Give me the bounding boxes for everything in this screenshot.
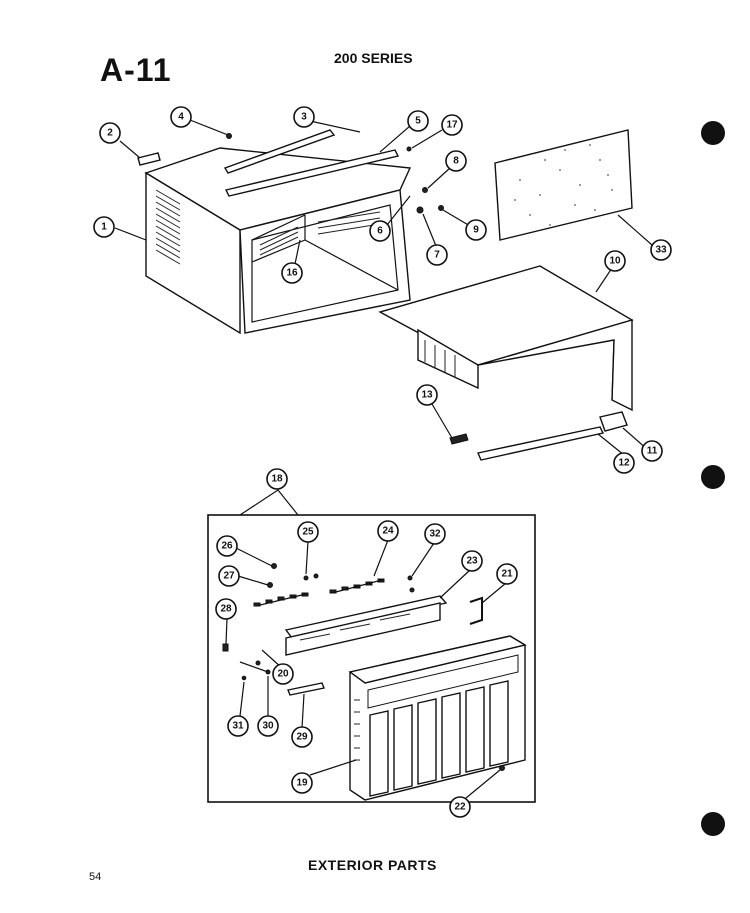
callout-1: 1 [93,216,115,238]
callout-21: 21 [496,563,518,585]
svg-text:16: 16 [286,268,298,279]
callout-8: 8 [445,150,467,172]
callout-26: 26 [216,535,238,557]
svg-text:20: 20 [277,669,289,680]
binder-hole [701,465,725,489]
svg-text:28: 28 [220,604,232,615]
svg-text:27: 27 [223,571,235,582]
section-title: EXTERIOR PARTS [308,857,437,873]
callout-23: 23 [461,550,483,572]
callout-13: 13 [416,384,438,406]
cover-part-10 [378,265,634,412]
binder-hole [701,812,725,836]
callout-2: 2 [99,122,121,144]
svg-text:30: 30 [262,721,274,732]
callout-16: 16 [281,262,303,284]
filter-panel-part-33 [494,129,633,241]
callout-6: 6 [369,220,391,242]
callout-17: 17 [441,114,463,136]
svg-text:33: 33 [655,245,667,256]
callout-20: 20 [272,663,294,685]
callout-9: 9 [465,219,487,241]
callout-19: 19 [291,772,313,794]
svg-text:21: 21 [501,569,513,580]
callout-33: 33 [650,239,672,261]
front-assembly-frame [207,514,536,803]
page-code: A-11 [100,52,172,88]
series-title: 200 SERIES [334,50,413,66]
svg-text:25: 25 [302,527,314,538]
svg-text:1: 1 [101,222,107,233]
callout-18: 18 [266,468,288,490]
callout-29: 29 [291,726,313,748]
callout-30: 30 [257,715,279,737]
svg-text:2: 2 [107,128,113,139]
callout-4: 4 [170,106,192,128]
rail-part-12 [477,426,605,461]
svg-text:24: 24 [382,526,394,537]
callout-3: 3 [293,106,315,128]
callout-27: 27 [218,565,240,587]
cabinet-drawing [144,147,412,335]
binder-hole [701,121,725,145]
svg-text:9: 9 [473,225,479,236]
svg-text:7: 7 [434,250,440,261]
rail-part-3 [223,129,336,174]
svg-text:18: 18 [271,474,283,485]
svg-text:11: 11 [647,446,658,457]
svg-text:5: 5 [415,116,421,127]
svg-text:29: 29 [296,732,308,743]
svg-text:12: 12 [618,458,630,469]
svg-text:13: 13 [421,390,433,401]
grille-part-19 [348,635,527,801]
bracket-part-2 [137,152,161,166]
callout-5: 5 [407,110,429,132]
panel-part-23 [284,595,448,656]
svg-text:17: 17 [446,120,458,131]
callout-28: 28 [215,598,237,620]
callout-31: 31 [227,715,249,737]
callout-22: 22 [449,796,471,818]
svg-text:26: 26 [221,541,233,552]
svg-text:22: 22 [454,802,466,813]
callout-24: 24 [377,520,399,542]
svg-text:32: 32 [429,529,441,540]
callout-7: 7 [426,244,448,266]
svg-text:19: 19 [296,778,308,789]
rail-part-5 [224,149,400,197]
svg-text:8: 8 [453,156,459,167]
callout-32: 32 [424,523,446,545]
svg-text:3: 3 [301,112,307,123]
callout-25: 25 [297,521,319,543]
svg-text:31: 31 [232,721,244,732]
svg-text:4: 4 [178,112,184,123]
page-number: 54 [89,871,102,883]
svg-text:10: 10 [609,256,621,267]
callout-10: 10 [604,250,626,272]
callout-12: 12 [613,452,635,474]
svg-text:23: 23 [466,556,478,567]
callout-11: 11 [641,440,663,462]
svg-text:6: 6 [377,226,383,237]
